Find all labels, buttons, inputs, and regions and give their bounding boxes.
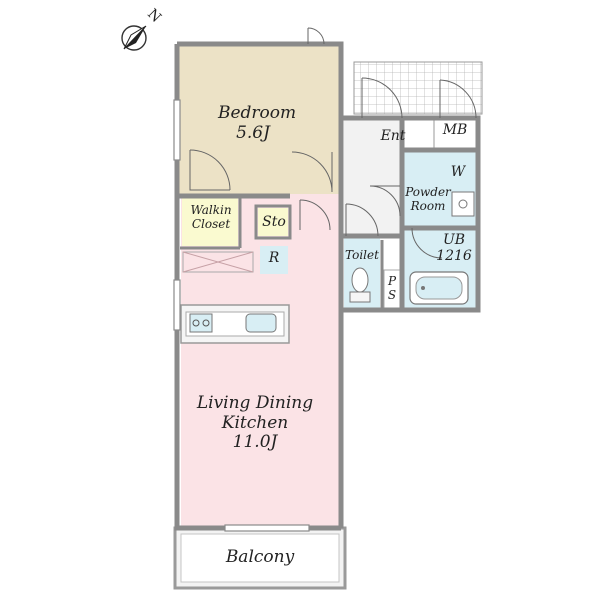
entrance-label: Ent	[380, 128, 406, 144]
bedroom-size: 5.6J	[236, 122, 270, 143]
ldk-line1: Living Dining	[196, 393, 314, 413]
fridge-label: R	[268, 250, 280, 266]
walkin-closet-line2: Closet	[191, 216, 231, 231]
toilet-label: Toilet	[345, 248, 379, 262]
pipe-space-line2: S	[387, 287, 397, 302]
bathtub-icon	[409, 271, 469, 305]
washer-label: W	[450, 164, 466, 180]
ldk-label: Living Dining Kitchen 11.0J	[190, 393, 320, 453]
sink-icon	[245, 313, 277, 333]
unit-bath-size: 1216	[436, 248, 472, 265]
powder-room-label: Powder Room	[402, 185, 454, 214]
door-swings	[189, 27, 477, 259]
compass-icon	[121, 25, 147, 51]
bedroom-name: Bedroom	[218, 103, 297, 123]
bedroom-label: Bedroom 5.6J	[218, 103, 297, 143]
washbasin-icon	[451, 191, 475, 217]
bedroom-room	[177, 44, 341, 194]
pipe-space-line1: P	[387, 274, 397, 288]
pipe-space-label: P S	[385, 274, 399, 303]
powder-room-line1: Powder	[405, 185, 451, 199]
balcony-label: Balcony	[225, 547, 295, 567]
ldk-line2: Kitchen	[221, 412, 289, 433]
stove-icon	[189, 313, 213, 333]
storage-label: Sto	[262, 214, 286, 230]
window-markers	[173, 99, 310, 532]
entrance-porch	[353, 61, 483, 115]
walkin-closet-line1: Walkin	[190, 203, 232, 217]
meter-box-label: MB	[442, 122, 468, 138]
powder-room-line2: Room	[410, 198, 446, 213]
unit-bath-name: UB	[442, 232, 466, 248]
unit-bath-label: UB 1216	[434, 232, 474, 264]
entrance-room	[344, 118, 402, 234]
meter-box	[433, 117, 477, 149]
toilet-fixture-icon	[349, 267, 371, 303]
fridge-space	[260, 246, 288, 274]
walkin-closet-label: Walkin Closet	[186, 203, 236, 232]
ldk-size: 11.0J	[232, 432, 278, 453]
